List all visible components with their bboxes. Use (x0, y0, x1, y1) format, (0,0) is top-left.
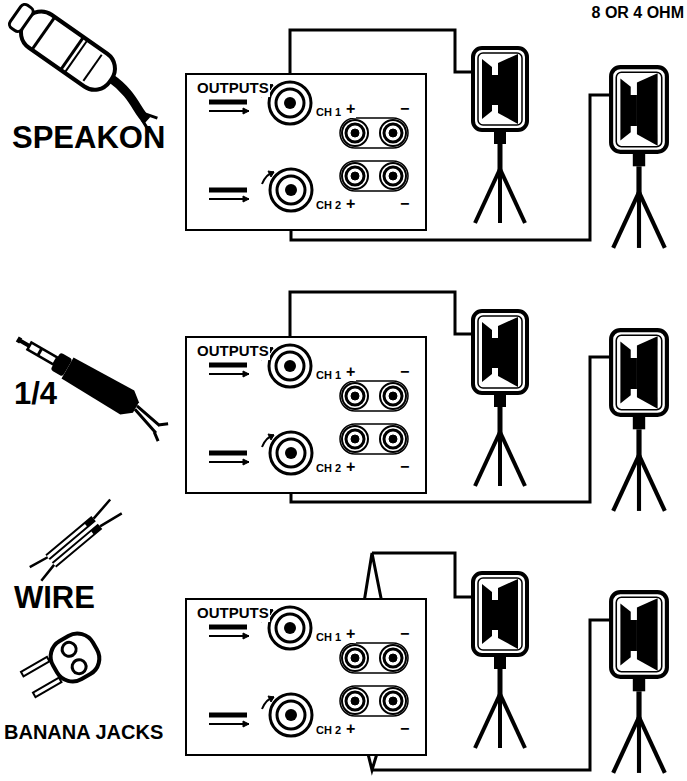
polarity-sign: + (345, 195, 356, 213)
amp-panel (186, 599, 426, 755)
channel-label: CH 2 (315, 462, 342, 474)
connector-name: SPEAKON (12, 122, 165, 153)
connector-name: BANANA JACKS (4, 722, 163, 742)
amp-panel (186, 337, 426, 493)
amp-panel (186, 74, 426, 230)
polarity-sign: − (399, 625, 410, 643)
polarity-sign: + (345, 458, 356, 476)
polarity-sign: − (399, 458, 410, 476)
polarity-sign: − (399, 100, 410, 118)
connector-name: WIRE (14, 582, 95, 613)
speaker (473, 573, 527, 748)
channel-label: CH 2 (315, 199, 342, 211)
polarity-sign: + (345, 625, 356, 643)
panel-title: OUTPUTS (196, 343, 270, 360)
polarity-sign: + (345, 363, 356, 381)
impedance-note: 8 OR 4 OHM (592, 5, 684, 21)
connector-name: 1/4 (14, 378, 57, 409)
banana-jack-icon (16, 627, 106, 704)
output-panel: OUTPUTSCH 1+−CH 2+− (185, 336, 427, 494)
panel-title: OUTPUTS (196, 80, 270, 97)
panel-title: OUTPUTS (196, 605, 270, 622)
speaker (611, 67, 667, 248)
channel-label: CH 1 (315, 631, 342, 643)
output-panel: OUTPUTSCH 1+−CH 2+− (185, 598, 427, 756)
output-panel: OUTPUTSCH 1+−CH 2+− (185, 73, 427, 231)
polarity-sign: + (345, 720, 356, 738)
speakon-plug (4, 0, 173, 132)
speaker (473, 48, 527, 223)
channel-label: CH 2 (315, 724, 342, 736)
speaker (473, 311, 527, 486)
speaker (611, 592, 667, 773)
channel-label: CH 1 (315, 369, 342, 381)
polarity-sign: + (345, 100, 356, 118)
polarity-sign: − (399, 720, 410, 738)
polarity-sign: − (399, 363, 410, 381)
quarter-inch-plug (10, 328, 174, 441)
speaker (611, 330, 667, 511)
polarity-sign: − (399, 195, 410, 213)
channel-label: CH 1 (315, 106, 342, 118)
wire-icon (30, 500, 122, 581)
